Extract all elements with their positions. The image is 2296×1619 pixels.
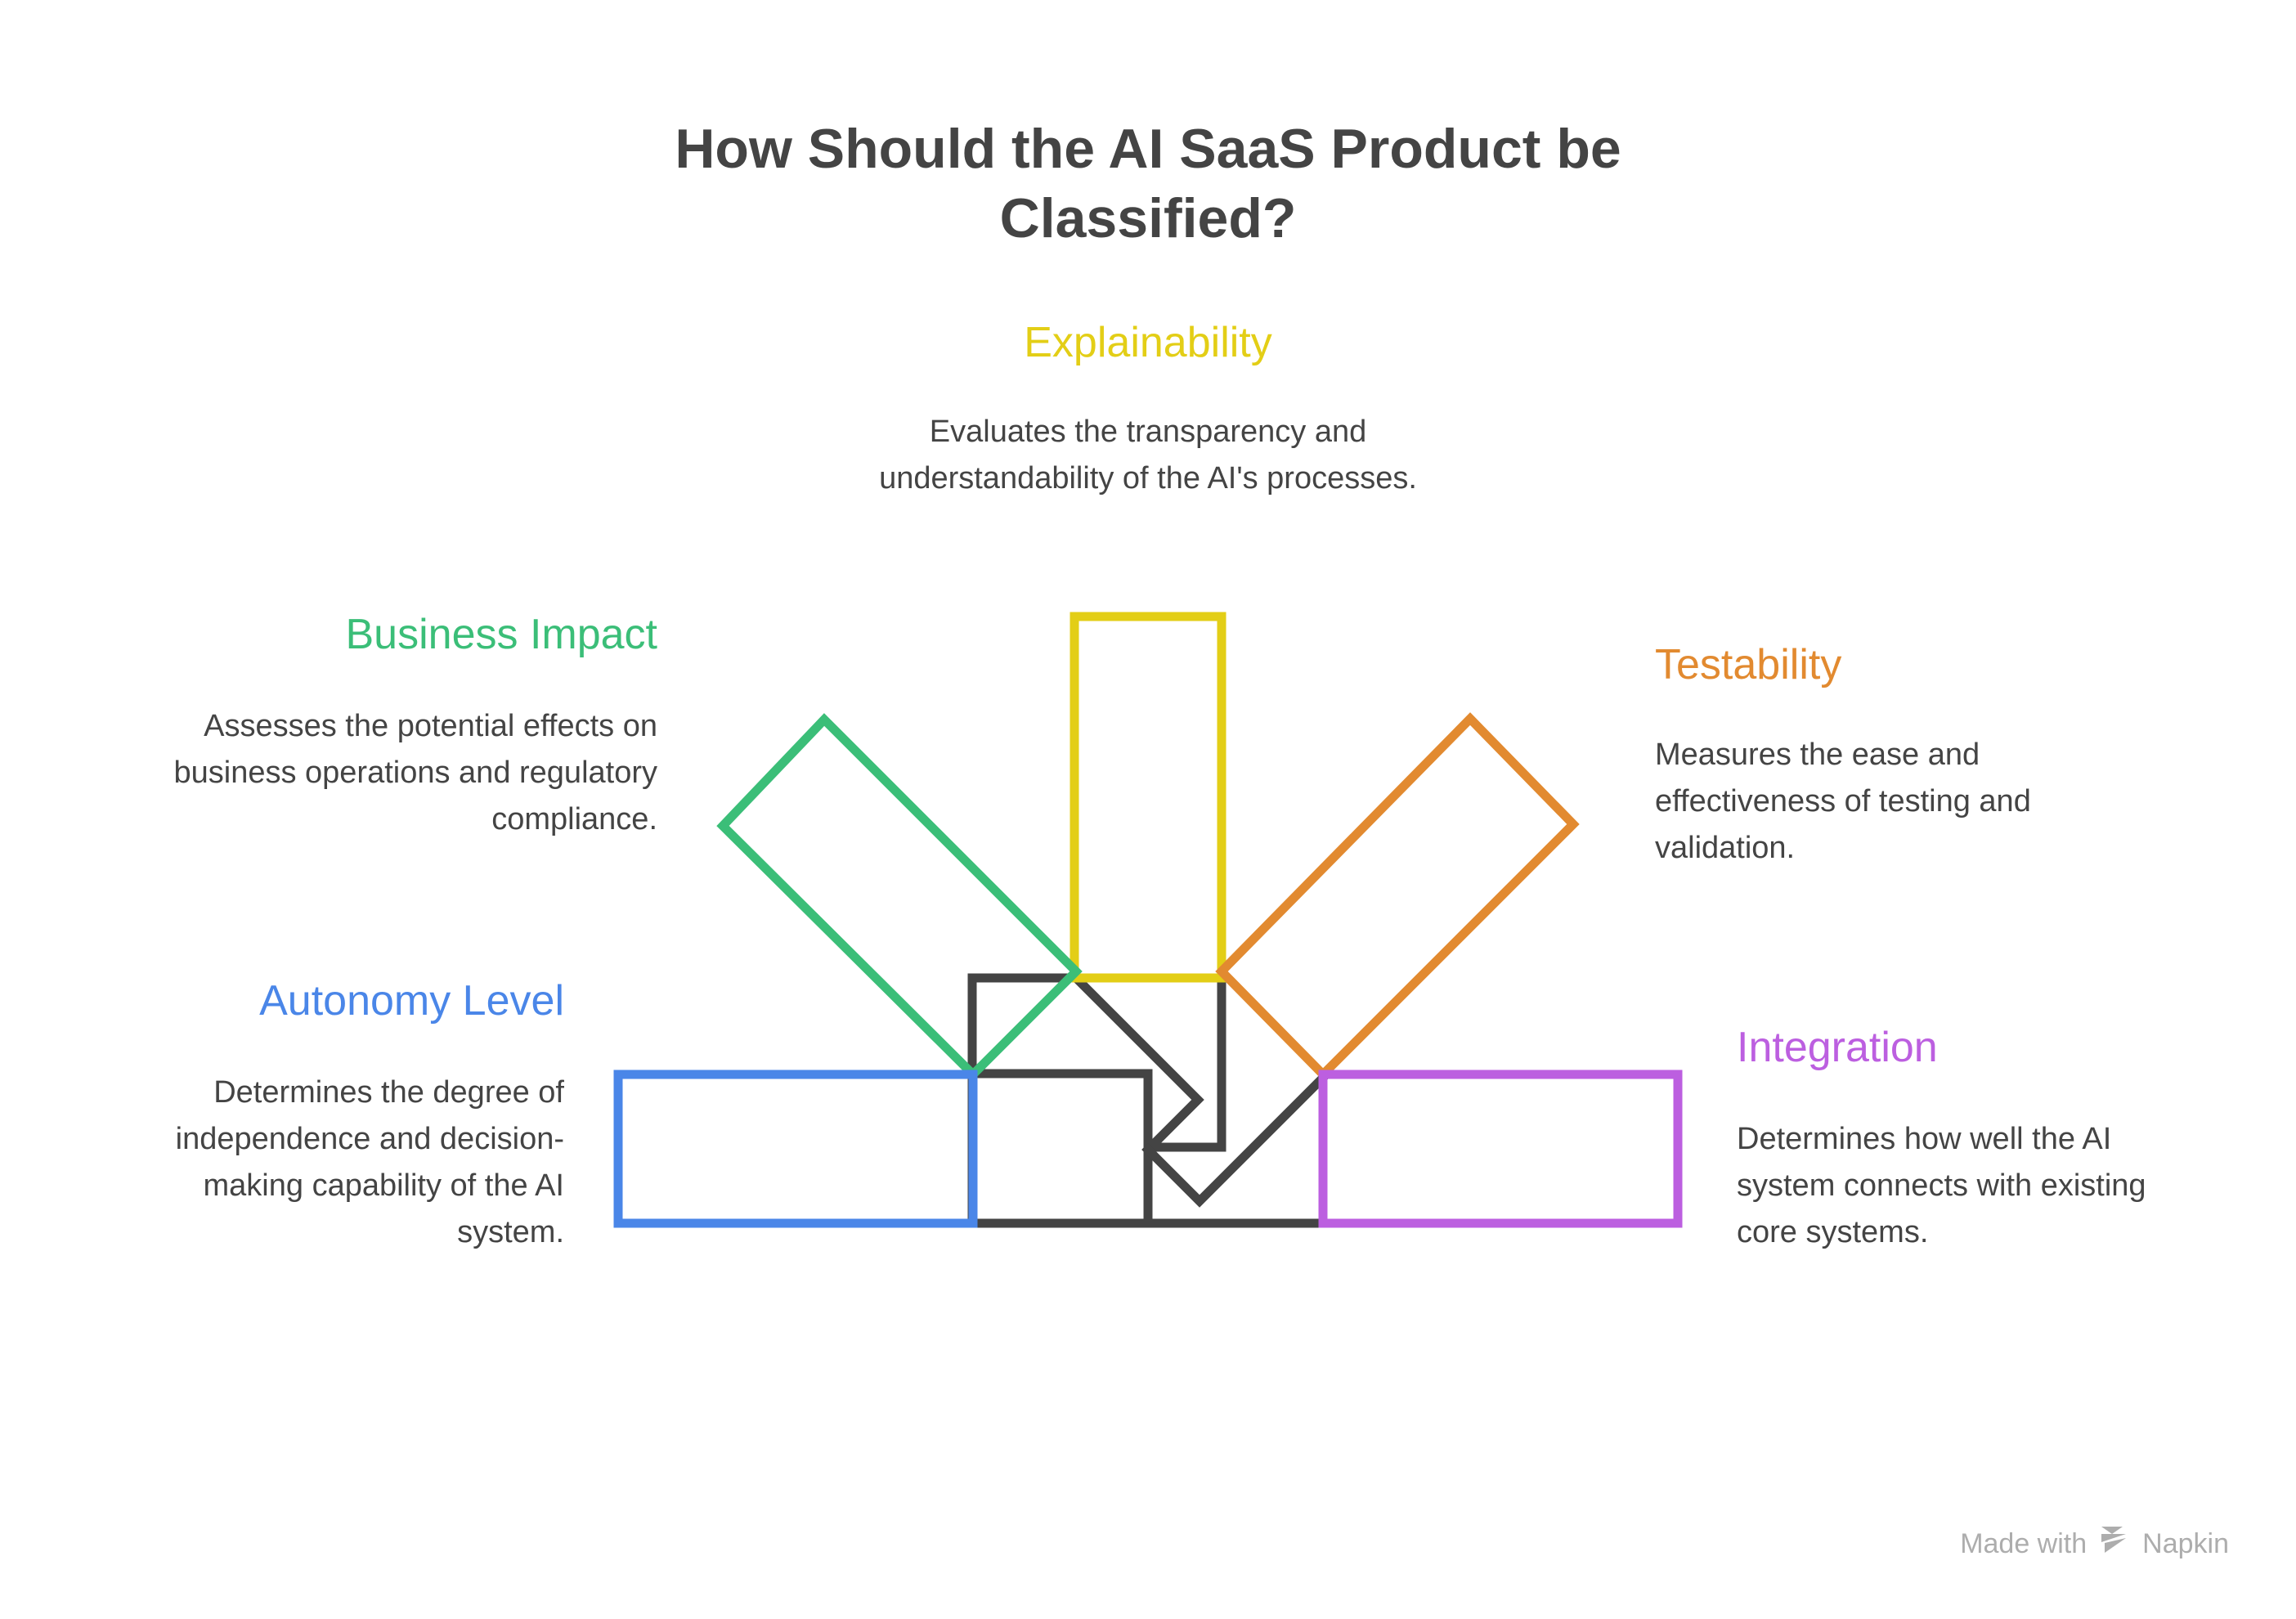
page-title: How Should the AI SaaS Product be Classi… [675,118,1621,249]
watermark: Made with Napkin [1960,1525,2229,1563]
node-description-integration: Determines how well the AI system connec… [1737,1122,2146,1249]
node-label-integration: Integration [1737,1024,1938,1071]
node-shape-explainability [1070,612,1226,983]
center-hub-shape [967,971,1397,1228]
napkin-logo-icon [2098,1525,2131,1563]
watermark-prefix: Made with [1960,1528,2087,1559]
node-description-explainability: Evaluates the transparency and understan… [879,415,1417,496]
watermark-brand: Napkin [2142,1528,2229,1559]
node-shape-business-impact [716,713,1083,1081]
node-description-autonomy-level: Determines the degree of independence an… [175,1075,564,1249]
node-description-business-impact: Assesses the potential effects on busine… [173,709,658,836]
node-shape-autonomy-level [613,1070,978,1228]
node-shape-testability [1215,712,1580,1081]
node-shape-integration [1318,1070,1683,1228]
node-description-testability: Measures the ease and effectiveness of t… [1655,738,2031,865]
node-label-testability: Testability [1655,641,1842,688]
node-label-business-impact: Business Impact [345,611,658,658]
node-label-autonomy-level: Autonomy Level [259,977,564,1025]
node-label-explainability: Explainability [1024,319,1272,366]
